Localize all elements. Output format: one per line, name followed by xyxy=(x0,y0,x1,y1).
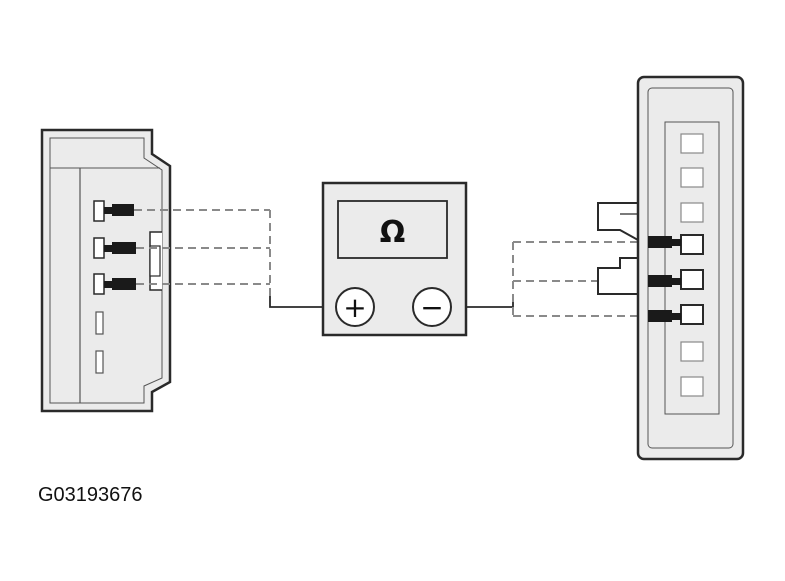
left-leads xyxy=(134,209,271,300)
left-pin-1 xyxy=(93,200,105,222)
left-pin-5 xyxy=(95,350,104,374)
left-connector-inner-face xyxy=(49,137,163,404)
positive-terminal-symbol: + xyxy=(343,291,366,324)
right-pin-4 xyxy=(680,234,704,255)
right-connector-latch-upper xyxy=(597,202,639,241)
left-connector xyxy=(40,128,172,413)
negative-terminal-symbol: − xyxy=(420,291,443,324)
negative-terminal xyxy=(412,287,452,327)
left-connector-housing xyxy=(40,128,172,413)
right-probe-3 xyxy=(648,310,681,322)
left-probe-1 xyxy=(104,204,134,216)
left-pin-3 xyxy=(93,273,105,295)
positive-lead xyxy=(269,296,323,308)
right-connector-pin-field xyxy=(664,121,720,415)
left-pin-4 xyxy=(95,311,104,335)
ohmmeter-display xyxy=(337,200,448,259)
right-pin-3 xyxy=(680,202,704,223)
right-pin-2 xyxy=(680,167,704,188)
right-connector-latch-lower xyxy=(597,257,638,295)
right-connector-inner-face xyxy=(647,87,734,449)
right-probe-1 xyxy=(648,236,681,248)
negative-lead xyxy=(466,298,514,308)
right-leads xyxy=(512,241,648,317)
left-probe-3 xyxy=(104,278,136,290)
left-probe-2 xyxy=(104,242,136,254)
positive-terminal xyxy=(335,287,375,327)
right-connector xyxy=(597,75,745,461)
ohm-symbol: Ω xyxy=(380,215,406,250)
right-probe-2 xyxy=(648,275,681,287)
right-pin-8 xyxy=(680,376,704,397)
right-pin-6 xyxy=(680,304,704,325)
right-pin-7 xyxy=(680,341,704,362)
right-pin-5 xyxy=(680,269,704,290)
figure-id-label: G03193676 xyxy=(38,484,143,506)
ohmmeter: Ω + − xyxy=(321,181,468,337)
right-pin-1 xyxy=(680,133,704,154)
left-pin-2 xyxy=(93,237,105,259)
